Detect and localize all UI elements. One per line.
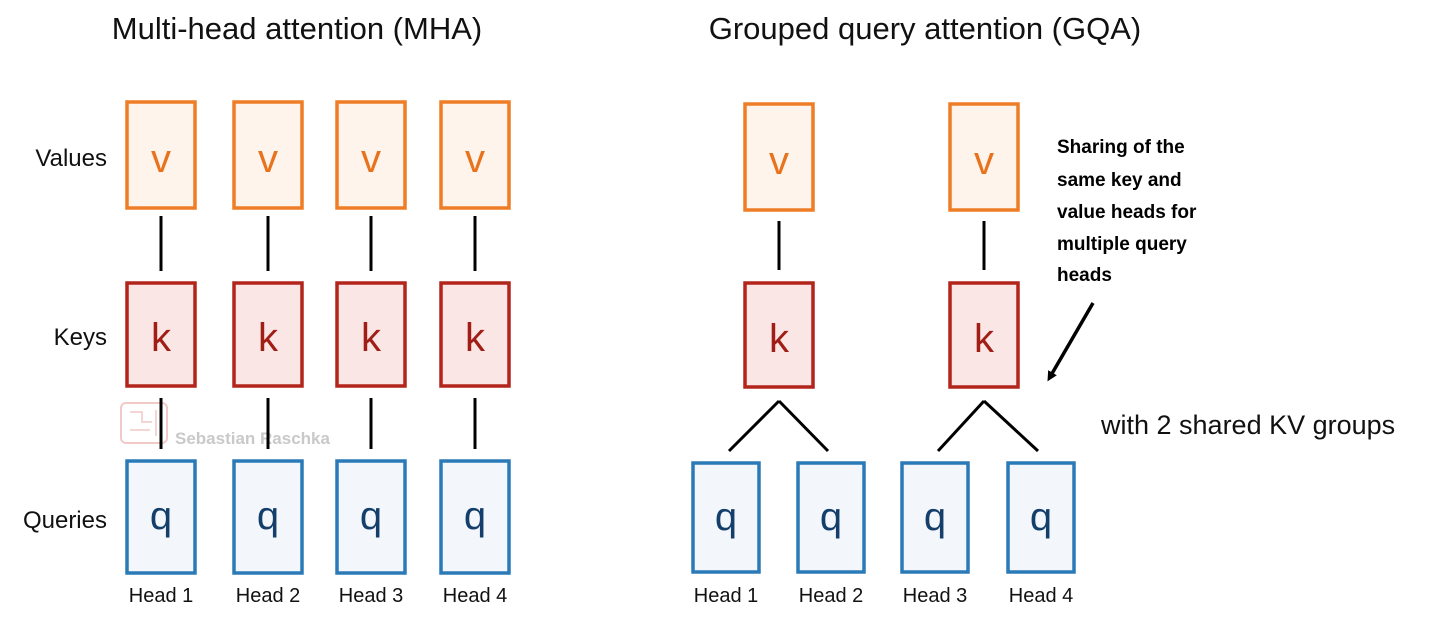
query-box <box>335 459 407 575</box>
key-query-connector <box>777 399 830 453</box>
head-label: Head 2 <box>799 585 864 607</box>
annotation-line-1: Sharing of the <box>1057 137 1185 158</box>
watermark-text: Sebastian Raschka <box>175 429 331 448</box>
query-letter: q <box>924 495 946 539</box>
query-box <box>691 461 761 574</box>
key-query-connector <box>727 399 781 453</box>
key-letter: k <box>465 316 486 360</box>
query-letter: q <box>257 494 279 538</box>
head-label: Head 3 <box>339 585 404 607</box>
key-query-connector <box>936 399 986 453</box>
query-box <box>900 461 970 574</box>
key-query-connector <box>982 399 1040 453</box>
value-box <box>743 102 815 212</box>
value-letter: v <box>151 137 171 181</box>
annotation-line-3: value heads for <box>1057 202 1197 223</box>
head-label: Head 4 <box>443 585 508 607</box>
mha-title: Multi-head attention (MHA) <box>112 11 482 46</box>
row-label-queries: Queries <box>23 507 107 534</box>
watermark: Sebastian Raschka <box>120 402 331 448</box>
query-box <box>796 461 866 574</box>
head-label: Head 1 <box>694 585 759 607</box>
key-letter: k <box>974 317 995 361</box>
watermark-circuit-icon <box>130 410 157 436</box>
head-label: Head 4 <box>1009 585 1074 607</box>
key-box <box>948 281 1020 389</box>
key-box <box>232 281 304 388</box>
query-letter: q <box>1030 495 1052 539</box>
query-box <box>1006 461 1076 574</box>
annotation-line-2: same key and <box>1057 170 1182 191</box>
head-label: Head 3 <box>903 585 968 607</box>
key-letter: k <box>151 316 172 360</box>
value-letter: v <box>769 139 789 183</box>
value-box <box>232 100 304 210</box>
key-box <box>439 281 511 388</box>
gqa-title: Grouped query attention (GQA) <box>709 11 1142 46</box>
row-label-keys: Keys <box>54 324 107 351</box>
value-box <box>335 100 407 210</box>
annotation-line-5: heads <box>1057 265 1112 286</box>
key-letter: k <box>258 316 279 360</box>
key-box <box>743 281 815 389</box>
head-label: Head 1 <box>129 585 194 607</box>
value-letter: v <box>258 137 278 181</box>
head-label: Head 2 <box>236 585 301 607</box>
key-box <box>125 281 197 388</box>
row-label-values: Values <box>35 145 107 172</box>
groups-note: with 2 shared KV groups <box>1100 410 1395 440</box>
key-letter: k <box>361 316 382 360</box>
query-letter: q <box>150 494 172 538</box>
query-letter: q <box>715 495 737 539</box>
value-letter: v <box>361 137 381 181</box>
value-letter: v <box>465 137 485 181</box>
annotation-arrow <box>1047 302 1095 382</box>
watermark-logo-icon <box>120 402 168 444</box>
value-box <box>948 102 1020 212</box>
key-letter: k <box>769 317 790 361</box>
key-box <box>335 281 407 388</box>
query-letter: q <box>464 494 486 538</box>
value-box <box>125 100 197 210</box>
query-box <box>232 459 304 575</box>
query-letter: q <box>360 494 382 538</box>
query-letter: q <box>820 495 842 539</box>
query-box <box>439 459 511 575</box>
query-box <box>125 459 197 575</box>
annotation-line-4: multiple query <box>1057 234 1187 255</box>
value-letter: v <box>974 139 994 183</box>
value-box <box>439 100 511 210</box>
